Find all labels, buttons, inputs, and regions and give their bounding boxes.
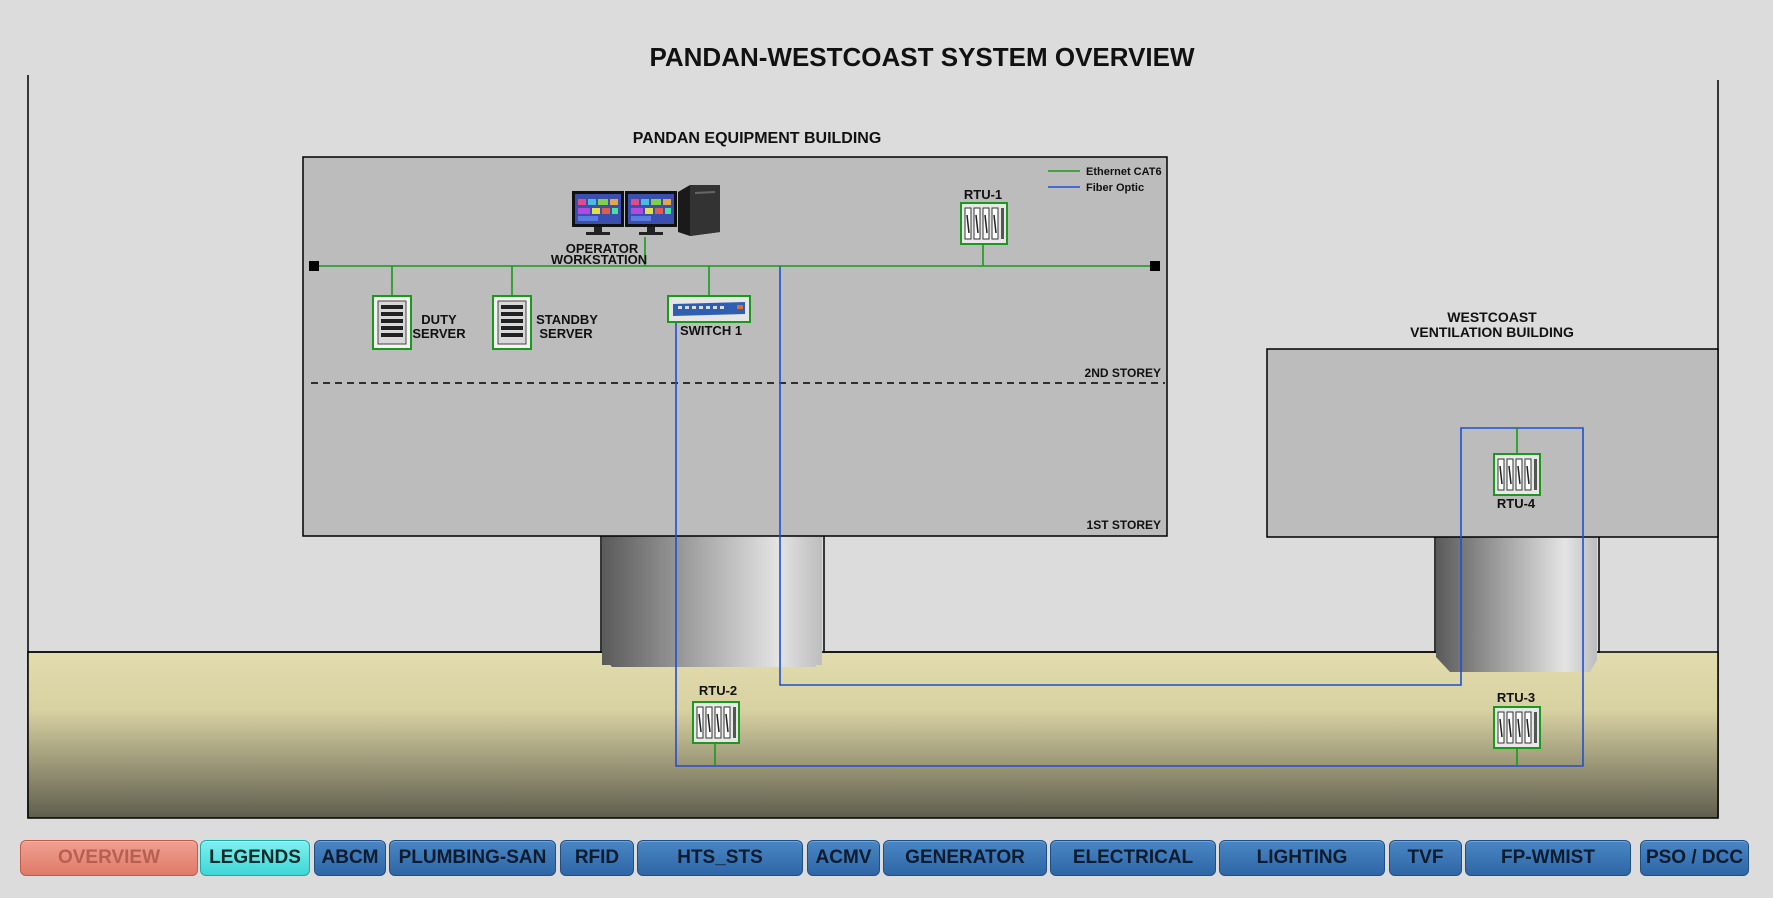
page-title: PANDAN-WESTCOAST SYSTEM OVERVIEW <box>649 42 1195 72</box>
nav-button-lighting[interactable]: LIGHTING <box>1219 840 1385 876</box>
rtu-1[interactable]: RTU-1 <box>960 187 1008 245</box>
pandan-building <box>302 156 1168 537</box>
nav-button-rfid[interactable]: RFID <box>560 840 634 876</box>
storey-1-label: 1ST STOREY <box>1087 518 1161 532</box>
rtu-2[interactable]: RTU-2 <box>692 683 740 744</box>
nav-button-acmv[interactable]: ACMV <box>807 840 880 876</box>
legend-ethernet-label: Ethernet CAT6 <box>1086 166 1162 178</box>
server-icon <box>372 295 412 350</box>
switch-label: SWITCH 1 <box>680 323 742 338</box>
duty-label-line2: SERVER <box>412 326 466 341</box>
rtu-4[interactable]: RTU-4 <box>1493 453 1541 511</box>
rtu-icon <box>960 202 1008 245</box>
nav-button-plumbing-san[interactable]: PLUMBING-SAN <box>389 840 556 876</box>
nav-button-hts-sts[interactable]: HTS_STS <box>637 840 803 876</box>
nav-button-electrical[interactable]: ELECTRICAL <box>1050 840 1216 876</box>
rtu1-label: RTU-1 <box>964 187 1002 202</box>
nav-button-generator[interactable]: GENERATOR <box>883 840 1047 876</box>
rtu-icon <box>1493 453 1541 496</box>
pandan-shaft-body <box>602 535 822 667</box>
backbone-terminator-left <box>309 261 319 271</box>
rtu-icon <box>1493 706 1541 749</box>
rtu2-label: RTU-2 <box>699 683 737 698</box>
rtu-3[interactable]: RTU-3 <box>1493 690 1541 749</box>
operator-label-line1: OPERATOR <box>566 241 639 256</box>
fiber-optic-network <box>675 266 1584 767</box>
westcoast-label-line2: VENTILATION BUILDING <box>1410 324 1574 340</box>
backbone-terminator-right <box>1150 261 1160 271</box>
ground <box>27 651 1719 819</box>
nav-button-fp-wmist[interactable]: FP-WMIST <box>1465 840 1631 876</box>
fiber-loop <box>675 266 1584 767</box>
standby-label-line2: SERVER <box>539 326 593 341</box>
nav-button-tvf[interactable]: TVF <box>1389 840 1462 876</box>
westcoast-shaft-body <box>1436 535 1597 672</box>
standby-label-line1: STANDBY <box>536 312 598 327</box>
storey-2-label: 2ND STOREY <box>1085 366 1161 380</box>
nav-button-pso-dcc[interactable]: PSO / DCC <box>1640 840 1749 876</box>
operator-label-line2: WORKSTATION <box>551 252 647 267</box>
ethernet-network <box>314 237 1518 766</box>
westcoast-label-line1: WESTCOAST <box>1447 309 1537 325</box>
duty-server[interactable]: DUTY SERVER <box>372 295 466 350</box>
westcoast-building <box>1266 348 1719 538</box>
nav-button-abcm[interactable]: ABCM <box>314 840 386 876</box>
pandan-building-label: PANDAN EQUIPMENT BUILDING <box>633 130 882 147</box>
rtu-icon <box>692 701 740 744</box>
nav-button-overview[interactable]: OVERVIEW <box>20 840 198 876</box>
nav-button-legends[interactable]: LEGENDS <box>200 840 310 876</box>
navigation-bar: OVERVIEW LEGENDS ABCM PLUMBING-SAN RFID … <box>20 840 1750 876</box>
workstation-tower-icon <box>678 185 720 236</box>
standby-server[interactable]: STANDBY SERVER <box>492 295 598 350</box>
server-icon <box>492 295 532 350</box>
legend: Ethernet CAT6 Fiber Optic <box>1048 166 1162 194</box>
operator-workstation[interactable]: OPERATOR WORKSTATION <box>551 185 720 267</box>
switch-icon <box>673 302 745 316</box>
rtu3-label: RTU-3 <box>1497 690 1535 705</box>
legend-fiber-label: Fiber Optic <box>1086 182 1144 194</box>
switch-1[interactable]: SWITCH 1 <box>667 295 751 338</box>
duty-label-line1: DUTY <box>421 312 457 327</box>
rtu4-label: RTU-4 <box>1497 496 1536 511</box>
